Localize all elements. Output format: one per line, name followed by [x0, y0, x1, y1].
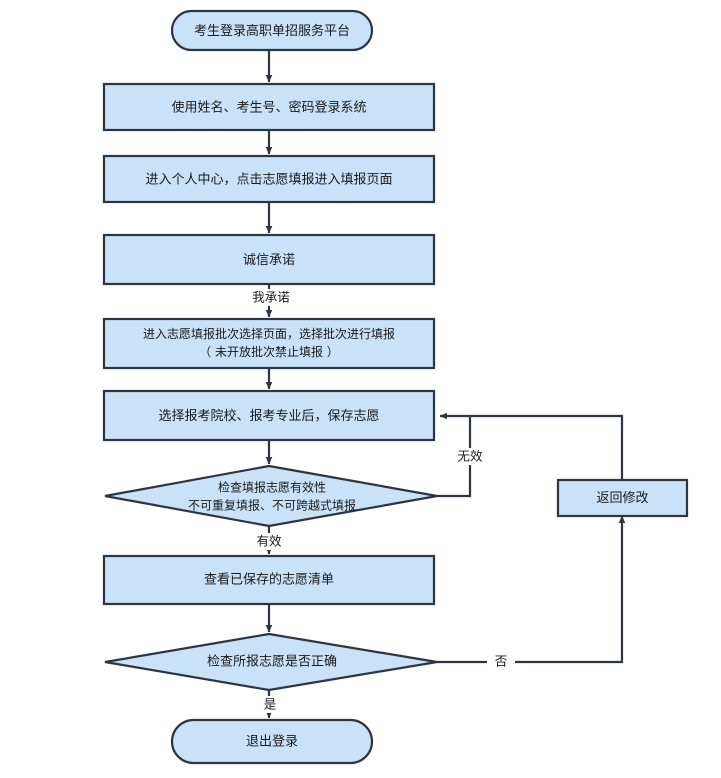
check-validity-label-line2: 不可重复填报、不可跨越式填报 [188, 498, 356, 513]
view-saved-list-shape [102, 554, 436, 606]
node-batch-select[interactable]: 进入志愿填报批次选择页面，选择批次进行填报 （ 未开放批次禁止填报 ） [102, 317, 436, 370]
batch-select-label-line2: （ 未开放批次禁止填报 ） [199, 344, 339, 359]
logout-label: 退出登录 [246, 735, 298, 750]
edge-label-invalid: 无效 [444, 448, 496, 465]
node-return-modify[interactable]: 返回修改 [556, 478, 689, 518]
logout-shape [170, 718, 374, 765]
node-personal-center[interactable]: 进入个人中心，点击志愿填报进入填报页面 [102, 154, 436, 204]
edge-label-yes: 是 [256, 696, 284, 713]
edge-label-i-promise-text: 我承诺 [252, 290, 290, 305]
edge-label-i-promise: 我承诺 [239, 289, 301, 306]
edge-label-invalid-text: 无效 [457, 449, 483, 464]
integrity-promise-label: 诚信承诺 [243, 253, 295, 268]
edge-label-yes-text: 是 [264, 697, 277, 712]
check-validity-label-line1: 检查填报志愿有效性 [218, 480, 326, 495]
edge-no-to-modify [437, 515, 626, 664]
node-check-correctness[interactable]: 检查所报志愿是否正确 [104, 632, 438, 692]
check-validity-shape [104, 464, 438, 528]
edge-label-no-text: 否 [495, 654, 508, 669]
login-label: 使用姓名、考生号、密码登录系统 [171, 100, 366, 116]
node-logout[interactable]: 退出登录 [170, 718, 374, 765]
return-modify-shape [556, 478, 689, 518]
edge-label-valid: 有效 [243, 533, 295, 550]
node-start[interactable]: 考生登录高职单招服务平台 [170, 9, 374, 52]
start-label: 考生登录高职单招服务平台 [194, 23, 350, 39]
start-shape [170, 9, 374, 52]
node-check-validity[interactable]: 检查填报志愿有效性 不可重复填报、不可跨越式填报 [104, 464, 438, 528]
node-save-volunteer[interactable]: 选择报考院校、报考专业后，保存志愿 [102, 389, 436, 442]
integrity-promise-shape [102, 233, 436, 286]
batch-select-shape [102, 317, 436, 370]
login-shape [102, 82, 436, 132]
node-view-saved-list[interactable]: 查看已保存的志愿清单 [102, 554, 436, 606]
node-login[interactable]: 使用姓名、考生号、密码登录系统 [102, 82, 436, 132]
edge-label-valid-text: 有效 [256, 534, 282, 549]
edge-label-no: 否 [487, 653, 515, 670]
save-volunteer-label: 选择报考院校、报考专业后，保存志愿 [158, 408, 379, 424]
node-integrity-promise[interactable]: 诚信承诺 [102, 233, 436, 286]
check-correctness-shape [104, 632, 438, 692]
edge-modify-to-save [470, 414, 624, 480]
personal-center-label: 进入个人中心，点击志愿填报进入填报页面 [145, 173, 392, 188]
personal-center-shape [102, 154, 436, 204]
batch-select-label-line1: 进入志愿填报批次选择页面，选择批次进行填报 [143, 326, 395, 341]
check-correctness-label: 检查所报志愿是否正确 [207, 655, 337, 670]
save-volunteer-shape [102, 389, 436, 442]
view-saved-list-label: 查看已保存的志愿清单 [204, 572, 334, 588]
return-modify-label: 返回修改 [596, 491, 648, 506]
